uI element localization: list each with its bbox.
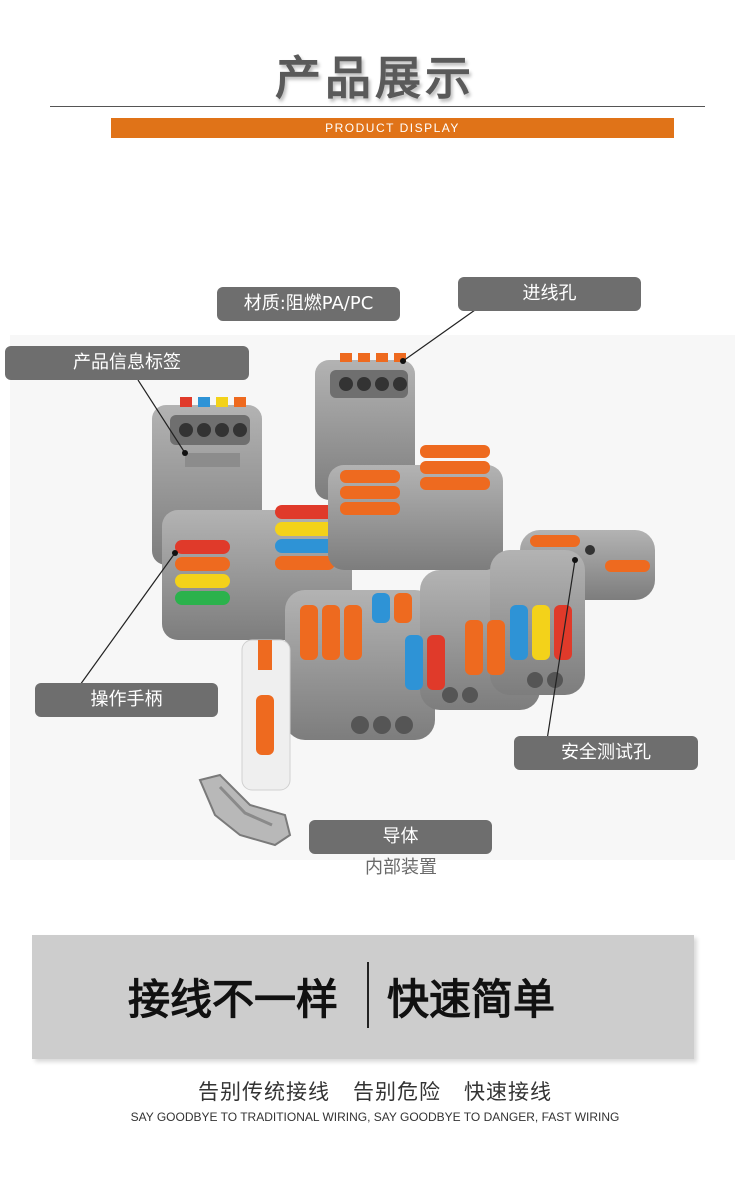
callout-material: 材质:阻燃PA/PC xyxy=(217,287,400,321)
title-divider xyxy=(50,106,705,107)
slogan-divider xyxy=(367,962,369,1028)
connector-transparent xyxy=(241,639,291,791)
callout-conductor: 导体 xyxy=(309,820,492,854)
callout-info-label: 产品信息标签 xyxy=(5,346,249,380)
callout-handle: 操作手柄 xyxy=(35,683,218,717)
metal-conductor xyxy=(198,773,292,847)
callout-conductor-sub: 内部装置 xyxy=(365,857,437,878)
leader-lines xyxy=(79,309,576,741)
tagline-cn: 告别传统接线 告别危险 快速接线 xyxy=(197,1080,553,1104)
connector-illustration xyxy=(79,309,655,847)
page-title: 产品展示 xyxy=(275,51,475,105)
product-photo xyxy=(10,309,735,860)
leader-dots xyxy=(172,358,578,563)
tagline-en: SAY GOODBYE TO TRADITIONAL WIRING, SAY G… xyxy=(130,1110,620,1124)
connector-front-row xyxy=(285,550,585,740)
subtitle-banner: PRODUCT DISPLAY xyxy=(111,118,674,138)
callout-inlet: 进线孔 xyxy=(458,277,641,311)
slogan-left: 接线不一样 xyxy=(128,975,339,1024)
connector-right-tall xyxy=(315,353,503,570)
callout-test-hole: 安全测试孔 xyxy=(514,736,698,770)
slogan-panel xyxy=(32,935,694,1059)
slogan-right: 快速简单 xyxy=(387,975,556,1024)
